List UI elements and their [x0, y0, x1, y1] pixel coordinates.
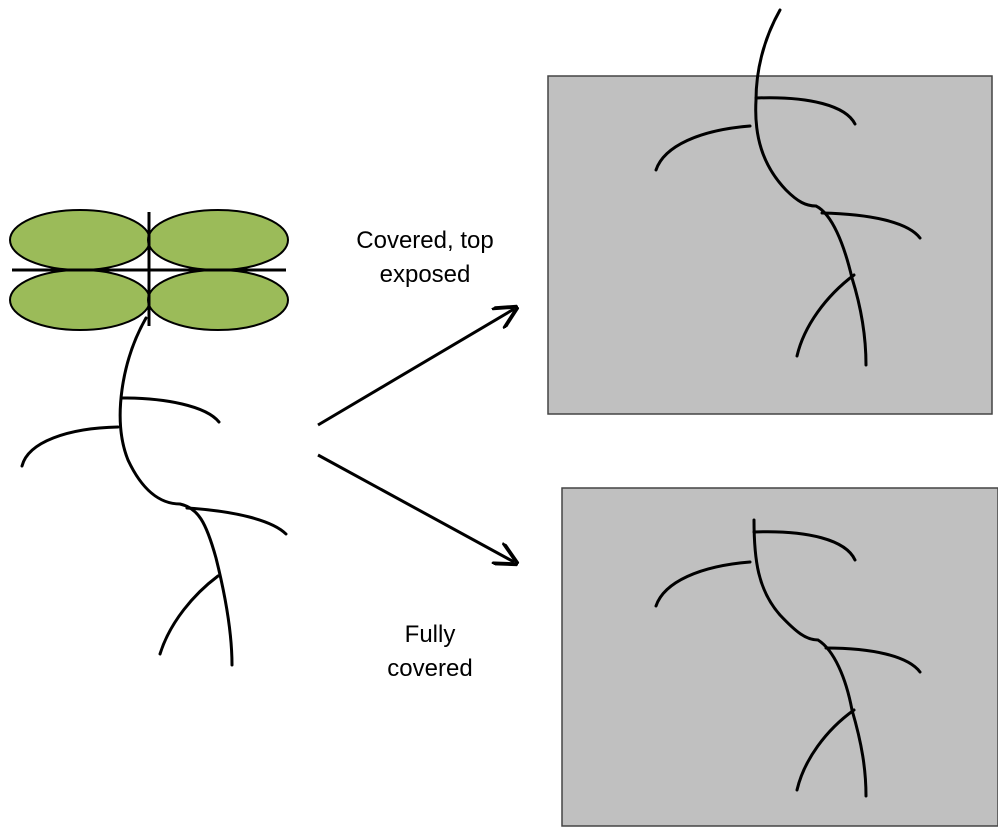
root-upper-right [122, 398, 219, 422]
leaf-top-right [148, 210, 288, 270]
fully-covered-panel [562, 488, 998, 826]
soil-box-top [548, 76, 992, 414]
covered-top-exposed-panel [548, 10, 992, 414]
plant-stem-roots [22, 318, 286, 665]
plant-leaves [10, 210, 288, 330]
soil-box-bottom [562, 488, 998, 826]
leaf-bottom-right [148, 270, 288, 330]
root-upper-left [22, 427, 118, 466]
label-covered-top-exposed: Covered, top exposed [330, 224, 520, 292]
leaf-bottom-left [10, 270, 150, 330]
root-lower-left [160, 576, 218, 654]
stem [120, 318, 232, 665]
arrow-to-fully-covered [318, 455, 514, 562]
label-bottom-line-2: covered [340, 652, 520, 686]
label-fully-covered: Fully covered [340, 618, 520, 686]
exposed-plant [10, 210, 288, 665]
label-top-line-2: exposed [330, 258, 520, 292]
arrow-to-top-exposed [318, 309, 514, 425]
label-top-line-1: Covered, top [330, 224, 520, 258]
leaf-top-left [10, 210, 150, 270]
label-bottom-line-1: Fully [340, 618, 520, 652]
